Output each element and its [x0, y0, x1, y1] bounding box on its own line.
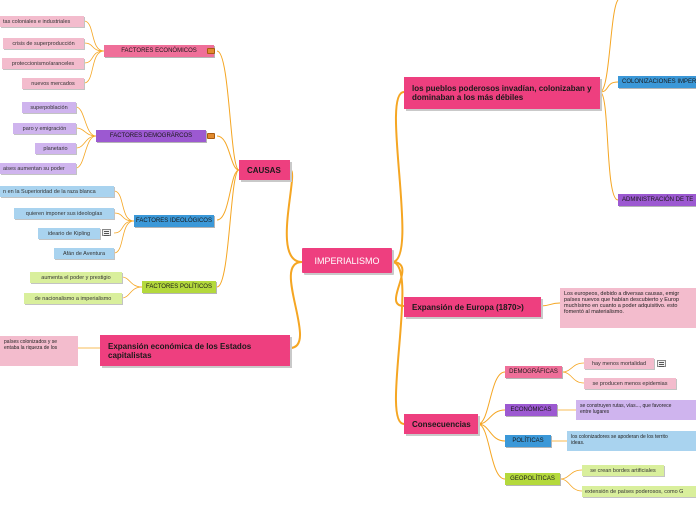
politicas-note: los colonizadores se apoderan de los ter… — [567, 431, 696, 451]
central-topic[interactable]: IMPERIALISMO — [302, 248, 392, 273]
leaf-demograficas-1[interactable]: hay menos mortalidad — [584, 358, 654, 369]
collapse-toggle-icon[interactable] — [207, 133, 215, 139]
leaf-ideologicos-3[interactable]: ideario de Kipling — [38, 228, 100, 239]
economicas-note: se construyen rutas, vías..., que favore… — [576, 400, 696, 420]
leaf-demograficos-4[interactable]: aises aumentan su poder — [0, 163, 76, 174]
leaf-geopoliticas-2[interactable]: extensión de países poderosos, como G — [582, 486, 696, 497]
leaf-economicos-3[interactable]: proteccionismo/aranceles — [2, 58, 84, 69]
causas-topic[interactable]: CAUSAS — [239, 160, 290, 180]
leaf-economicos-2[interactable]: crisis de superproducción — [3, 38, 84, 49]
leaf-economicos-4[interactable]: nuevos mercados — [22, 78, 84, 89]
leaf-demograficas-2[interactable]: se producen menos epidemias — [584, 378, 676, 389]
factores-demograficos-topic[interactable]: FACTORES DEMOGRÁRCOS — [96, 130, 206, 142]
leaf-demograficos-3[interactable]: planetario — [35, 143, 76, 154]
colonizaciones-imperialistas-topic[interactable]: COLONIZACIONES IMPER — [618, 76, 696, 88]
pueblos-poderosos-topic[interactable]: los pueblos poderosos invadían, coloniza… — [404, 77, 600, 109]
factores-politicos-topic[interactable]: FACTORES POLÍTICOS — [142, 281, 216, 293]
leaf-ideologicos-4[interactable]: Afán de Aventura — [54, 248, 114, 259]
factores-ideologicos-topic[interactable]: FACTORES IDEOLÓGICOS — [134, 215, 214, 227]
consecuencias-topic[interactable]: Consecuencias — [404, 414, 478, 434]
leaf-ideologicos-1[interactable]: n en la Superioridad de la raza blanca — [0, 186, 114, 197]
leaf-politicos-2[interactable]: de nacionalismo a imperialismo — [24, 293, 122, 304]
leaf-ideologicos-2[interactable]: quieren imponer sus ideologías — [14, 208, 114, 219]
administracion-territorios-topic[interactable]: ADMINISTRACIÓN DE TE — [618, 194, 696, 206]
consecuencias-economicas-topic[interactable]: ECONÓMICAS — [505, 404, 557, 416]
note-icon[interactable] — [657, 360, 666, 367]
expansion-europa-note: Los europeos, debido a diversas causas, … — [560, 288, 696, 328]
expansion-europa-topic[interactable]: Expansión de Europa (1870>) — [404, 297, 541, 317]
collapse-toggle-icon[interactable] — [207, 48, 215, 54]
consecuencias-geopoliticas-topic[interactable]: GEOPOLÍTICAS — [505, 473, 560, 485]
consecuencias-demograficas-topic[interactable]: DEMOGRÁFICAS — [505, 366, 562, 378]
leaf-demograficos-1[interactable]: superpoblación — [22, 102, 76, 113]
leaf-economicos-1[interactable]: tas coloniales e industriales — [0, 16, 84, 27]
leaf-demograficos-2[interactable]: paro y emigración — [13, 123, 76, 134]
leaf-geopoliticas-1[interactable]: se crean bordes artificiales — [582, 465, 664, 476]
note-icon[interactable] — [102, 229, 111, 236]
leaf-politicos-1[interactable]: aumenta el poder y prestigio — [30, 272, 122, 283]
consecuencias-politicas-topic[interactable]: POLÍTICAS — [505, 435, 551, 447]
factores-economicos-topic[interactable]: FACTORES ECONÓMICOS — [104, 45, 214, 57]
expansion-economica-note: países colonizados y se entaba la riquez… — [0, 336, 78, 366]
expansion-economica-topic[interactable]: Expansión económica de los Estados capit… — [100, 335, 290, 366]
